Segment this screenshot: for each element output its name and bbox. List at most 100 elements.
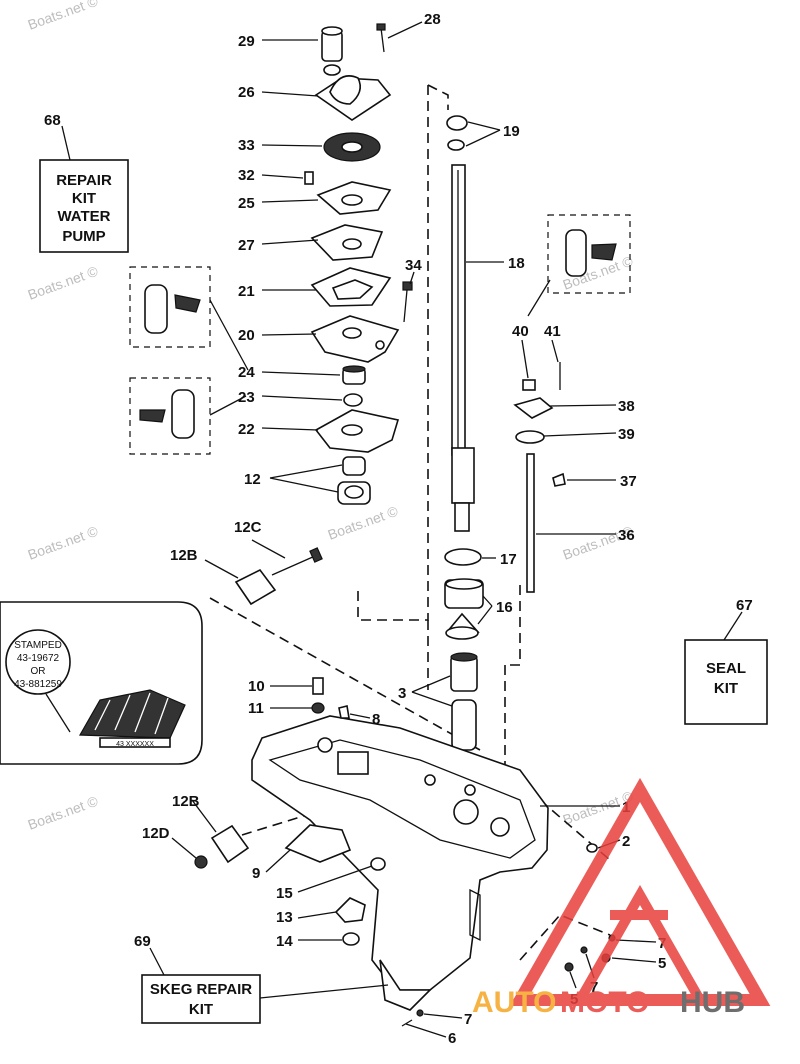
callout-12b-lower: 12B [172, 793, 200, 810]
shift-shaft-parts [513, 362, 566, 593]
part-38-bracket [513, 397, 554, 419]
part-12-bushings [337, 456, 371, 505]
callout-37: 37 [620, 473, 637, 490]
box-text-pump: PUMP [62, 228, 105, 245]
callout-7-b: 7 [590, 979, 598, 996]
box-text-skeg-kit: KIT [189, 1001, 213, 1018]
callout-9: 9 [252, 865, 260, 882]
part-7-washer-c [416, 1009, 424, 1017]
logo-text-hub: HUB [680, 986, 745, 1019]
inset-seal-boxes [129, 214, 631, 455]
part-17-ring [444, 548, 482, 566]
callout-12c: 12C [234, 519, 262, 536]
callout-26: 26 [238, 84, 255, 101]
box-text-kit: KIT [72, 190, 96, 207]
callout-2: 2 [622, 833, 630, 850]
box-text-skeg-repair: SKEG REPAIR [150, 981, 252, 998]
part-19-bushing-a [446, 115, 468, 131]
part-6-screw [401, 1019, 413, 1027]
gear-text-or: OR [31, 666, 46, 677]
leader-lines [171, 21, 657, 1038]
part-21-gasket [310, 267, 392, 307]
callout-23: 23 [238, 389, 255, 406]
gear-text-stamp: 43 XXXXXX [116, 741, 154, 748]
callout-22: 22 [238, 421, 255, 438]
skeg-repair-kit-box: SKEG REPAIR KIT [141, 947, 389, 1024]
part-26-pump-housing [314, 64, 392, 121]
bearing-parts [444, 548, 484, 751]
part-12b-anode-b [210, 824, 250, 864]
callout-67: 67 [736, 597, 753, 614]
gear-text-num2: 43-881259 [14, 679, 62, 690]
logo-text-moto: MOTO [560, 986, 649, 1019]
callout-17: 17 [500, 551, 517, 568]
part-1-gearcase-housing [251, 715, 549, 1011]
inset-box-40 [547, 214, 631, 294]
part-27-plate [310, 224, 384, 261]
callout-20: 20 [238, 327, 255, 344]
part-37-clip [552, 472, 566, 487]
callout-5-a: 5 [658, 955, 666, 972]
box-text-water: WATER [57, 208, 110, 225]
water-pump-parts [304, 23, 413, 505]
callout-6: 6 [448, 1030, 456, 1047]
watermark-2: Boats.net © [26, 262, 101, 302]
repair-kit-water-pump-box: REPAIR KIT WATER PUMP [39, 125, 129, 253]
callout-11: 11 [248, 700, 264, 717]
callout-12b: 12B [170, 547, 198, 564]
part-28-screw [376, 23, 386, 53]
part-5-screw-b [564, 962, 574, 972]
skeg [379, 959, 432, 1011]
part-8-plug [338, 705, 350, 719]
drive-shaft-parts [446, 115, 475, 532]
part-14-nut [342, 932, 360, 946]
part-11-washer [311, 702, 325, 714]
part-39-seal [515, 430, 545, 444]
box-text-seal-kit: KIT [714, 680, 738, 697]
part-24-seal [342, 365, 366, 385]
part-40-grommet [522, 379, 536, 391]
callout-19: 19 [503, 123, 520, 140]
callout-12d: 12D [142, 825, 170, 842]
callout-21: 21 [238, 283, 255, 300]
watermark-4: Boats.net © [26, 522, 101, 562]
watermark-7: Boats.net © [26, 792, 101, 832]
callout-41: 41 [544, 323, 561, 340]
callout-29: 29 [238, 33, 255, 50]
callout-3: 3 [398, 685, 406, 702]
callout-8: 8 [372, 711, 380, 728]
watermark-5: Boats.net © [326, 502, 401, 542]
callout-15: 15 [276, 885, 293, 902]
part-3-sleeve [451, 699, 477, 751]
part-18-drive-shaft [451, 164, 475, 532]
callout-68: 68 [44, 112, 61, 129]
callout-10: 10 [248, 678, 265, 695]
part-9-trim-tab [284, 824, 352, 863]
part-32-key [304, 171, 314, 185]
automotohub-logo: AUTO MOTO HUB [472, 777, 771, 1019]
part-15-plug [370, 857, 386, 871]
callout-28: 28 [424, 11, 441, 28]
seal-kit-box: SEAL KIT [684, 611, 768, 725]
callout-16: 16 [496, 599, 513, 616]
part-29-sleeve [321, 26, 343, 62]
part-2-plug [586, 843, 598, 853]
part-34-bolt [402, 281, 413, 323]
callout-13: 13 [276, 909, 293, 926]
part-7-washer-b [580, 946, 588, 954]
lower-left-parts [194, 547, 386, 946]
part-12c-screw [271, 547, 323, 576]
callout-40: 40 [512, 323, 529, 340]
part-19-bushing-b [447, 139, 465, 151]
part-10-screw [312, 677, 324, 695]
part-12d-nut [194, 855, 208, 869]
box-text-repair: REPAIR [56, 172, 112, 189]
callout-7-c: 7 [464, 1011, 472, 1028]
assembly-dashed-outline [209, 84, 611, 961]
part-12b-anode [234, 568, 277, 606]
part-22-gasket [314, 409, 400, 453]
callout-32: 32 [238, 167, 255, 184]
gear-text-stamped: STAMPED [14, 640, 62, 651]
gear-text-num1: 43-19672 [17, 653, 60, 664]
